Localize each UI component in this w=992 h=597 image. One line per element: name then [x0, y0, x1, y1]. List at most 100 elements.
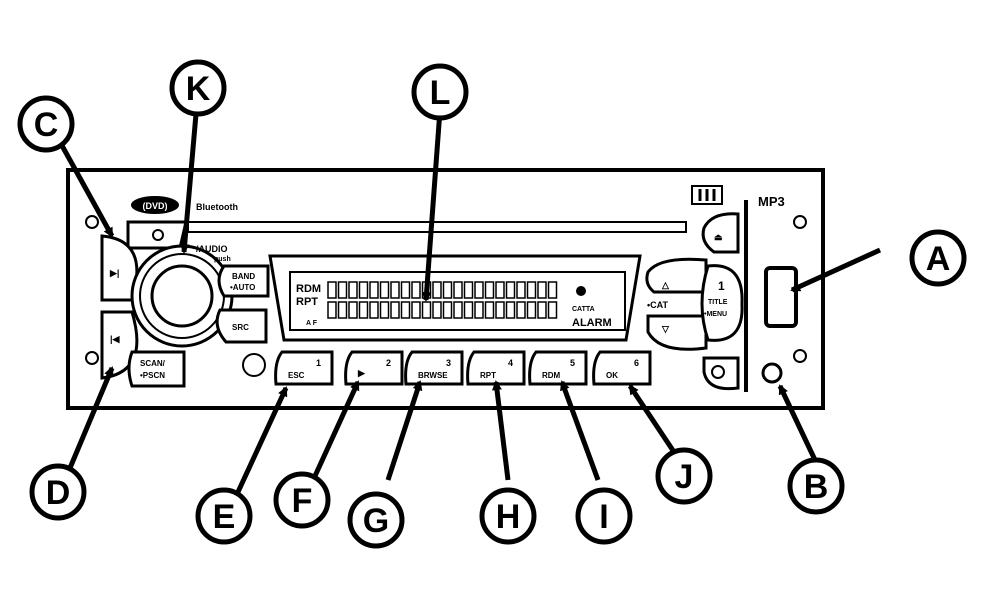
svg-text:I: I: [599, 498, 608, 536]
callout-j: J: [655, 447, 713, 505]
lcd-cell: [348, 281, 358, 299]
lcd-cell: [537, 281, 547, 299]
preset-label: BRWSE: [418, 371, 448, 380]
lcd-cell: [390, 301, 400, 319]
down-arrow-icon: ▽: [661, 324, 670, 334]
callout-e: E: [195, 487, 253, 545]
svg-text:J: J: [675, 458, 694, 496]
push-label: push: [214, 256, 231, 263]
svg-text:SCAN/: SCAN/: [140, 359, 166, 368]
cat-up-button[interactable]: △: [645, 257, 708, 294]
preset-button-2[interactable]: 2▶: [344, 350, 404, 386]
power-button[interactable]: [126, 220, 188, 250]
power-icon: [152, 229, 164, 241]
lcd-cell: [432, 301, 442, 319]
lcd-record-icon: [576, 286, 586, 296]
lcd-cell: [327, 301, 337, 319]
lcd-cell: [453, 281, 463, 299]
up-arrow-icon: △: [661, 280, 670, 290]
callout-c: C: [17, 95, 75, 153]
lcd-cell: [547, 281, 558, 299]
svg-text:H: H: [496, 498, 521, 536]
lcd-rpt: RPT: [296, 296, 318, 308]
svg-text:(DVD): (DVD): [143, 201, 168, 211]
preset-number: 3: [446, 358, 451, 368]
lcd-cell: [463, 301, 474, 319]
lcd-cell: [432, 281, 442, 299]
lcd-cell: [484, 281, 495, 299]
lcd-cell: [379, 301, 390, 319]
aux-jack[interactable]: [761, 362, 783, 384]
clock-button[interactable]: [702, 356, 740, 391]
preset-number: 1: [316, 358, 321, 368]
lcd-cell: [369, 281, 379, 299]
mount-hole-right-bottom: [793, 349, 807, 363]
lcd-cell: [474, 301, 484, 319]
usb-port[interactable]: [764, 266, 798, 328]
lcd-cell: [474, 281, 484, 299]
lcd-cell: [505, 281, 516, 299]
svg-text:SRC: SRC: [232, 323, 249, 332]
callout-a: A: [909, 229, 967, 287]
lcd-cell: [537, 301, 547, 319]
roman-logo: [691, 185, 723, 205]
lcd-cell: [390, 281, 400, 299]
preset-number: 2: [386, 358, 391, 368]
lcd-cell: [442, 281, 453, 299]
dvd-logo: (DVD): [131, 196, 179, 214]
src-button[interactable]: SRC: [215, 308, 268, 344]
lcd-catta: CATTA: [572, 306, 595, 313]
preset-button-6[interactable]: 6OK: [592, 350, 652, 386]
lcd-cell: [463, 281, 474, 299]
cat-label: •CAT: [647, 300, 668, 310]
clock-icon: [711, 365, 725, 379]
lcd-cell: [400, 301, 411, 319]
lcd-cell: [526, 301, 537, 319]
lcd-character-grid: [327, 281, 558, 319]
svg-text:G: G: [363, 502, 389, 540]
preset-label: ESC: [288, 371, 305, 380]
lcd-cell: [348, 301, 358, 319]
leader-lines: [57, 109, 882, 494]
preset-label: RDM: [542, 371, 561, 380]
bluetooth-label: Bluetooth: [196, 202, 238, 212]
lcd-cell: [379, 281, 390, 299]
preset-label: OK: [606, 371, 618, 380]
lcd-cell: [411, 281, 421, 299]
svg-text:L: L: [430, 74, 451, 112]
svg-text:•AUTO: •AUTO: [230, 283, 255, 292]
lcd-cell: [505, 301, 516, 319]
lcd-cell: [411, 301, 421, 319]
svg-text:B: B: [804, 468, 829, 506]
callout-k: K: [169, 59, 227, 117]
cat-down-button[interactable]: ▽: [646, 314, 708, 351]
lcd-cell: [484, 301, 495, 319]
lcd-cell: [369, 301, 379, 319]
scan-button[interactable]: SCAN/ •PSCN: [127, 350, 186, 388]
eject-button[interactable]: ⏏: [701, 212, 740, 254]
lcd-cell: [400, 281, 411, 299]
svg-text:•PSCN: •PSCN: [140, 371, 165, 380]
lcd-cell: [421, 301, 432, 319]
mount-hole-left-top: [85, 215, 99, 229]
eject-icon: ⏏: [714, 232, 723, 242]
band-button[interactable]: BAND •AUTO: [217, 264, 270, 298]
lcd-cell: [516, 301, 526, 319]
title-menu-button[interactable]: 1 TITLE •MENU: [700, 264, 744, 342]
audio-label: /AUDIO: [196, 244, 228, 254]
mp3-logo: MP3: [758, 194, 785, 209]
lcd-cell: [337, 281, 348, 299]
skip-forward-icon: ▶|: [109, 268, 119, 278]
sensor-dot: [242, 353, 266, 377]
lcd-cell: [547, 301, 558, 319]
lcd-cell: [495, 301, 505, 319]
lcd-rdm: RDM: [296, 283, 321, 295]
callout-d: D: [29, 463, 87, 521]
